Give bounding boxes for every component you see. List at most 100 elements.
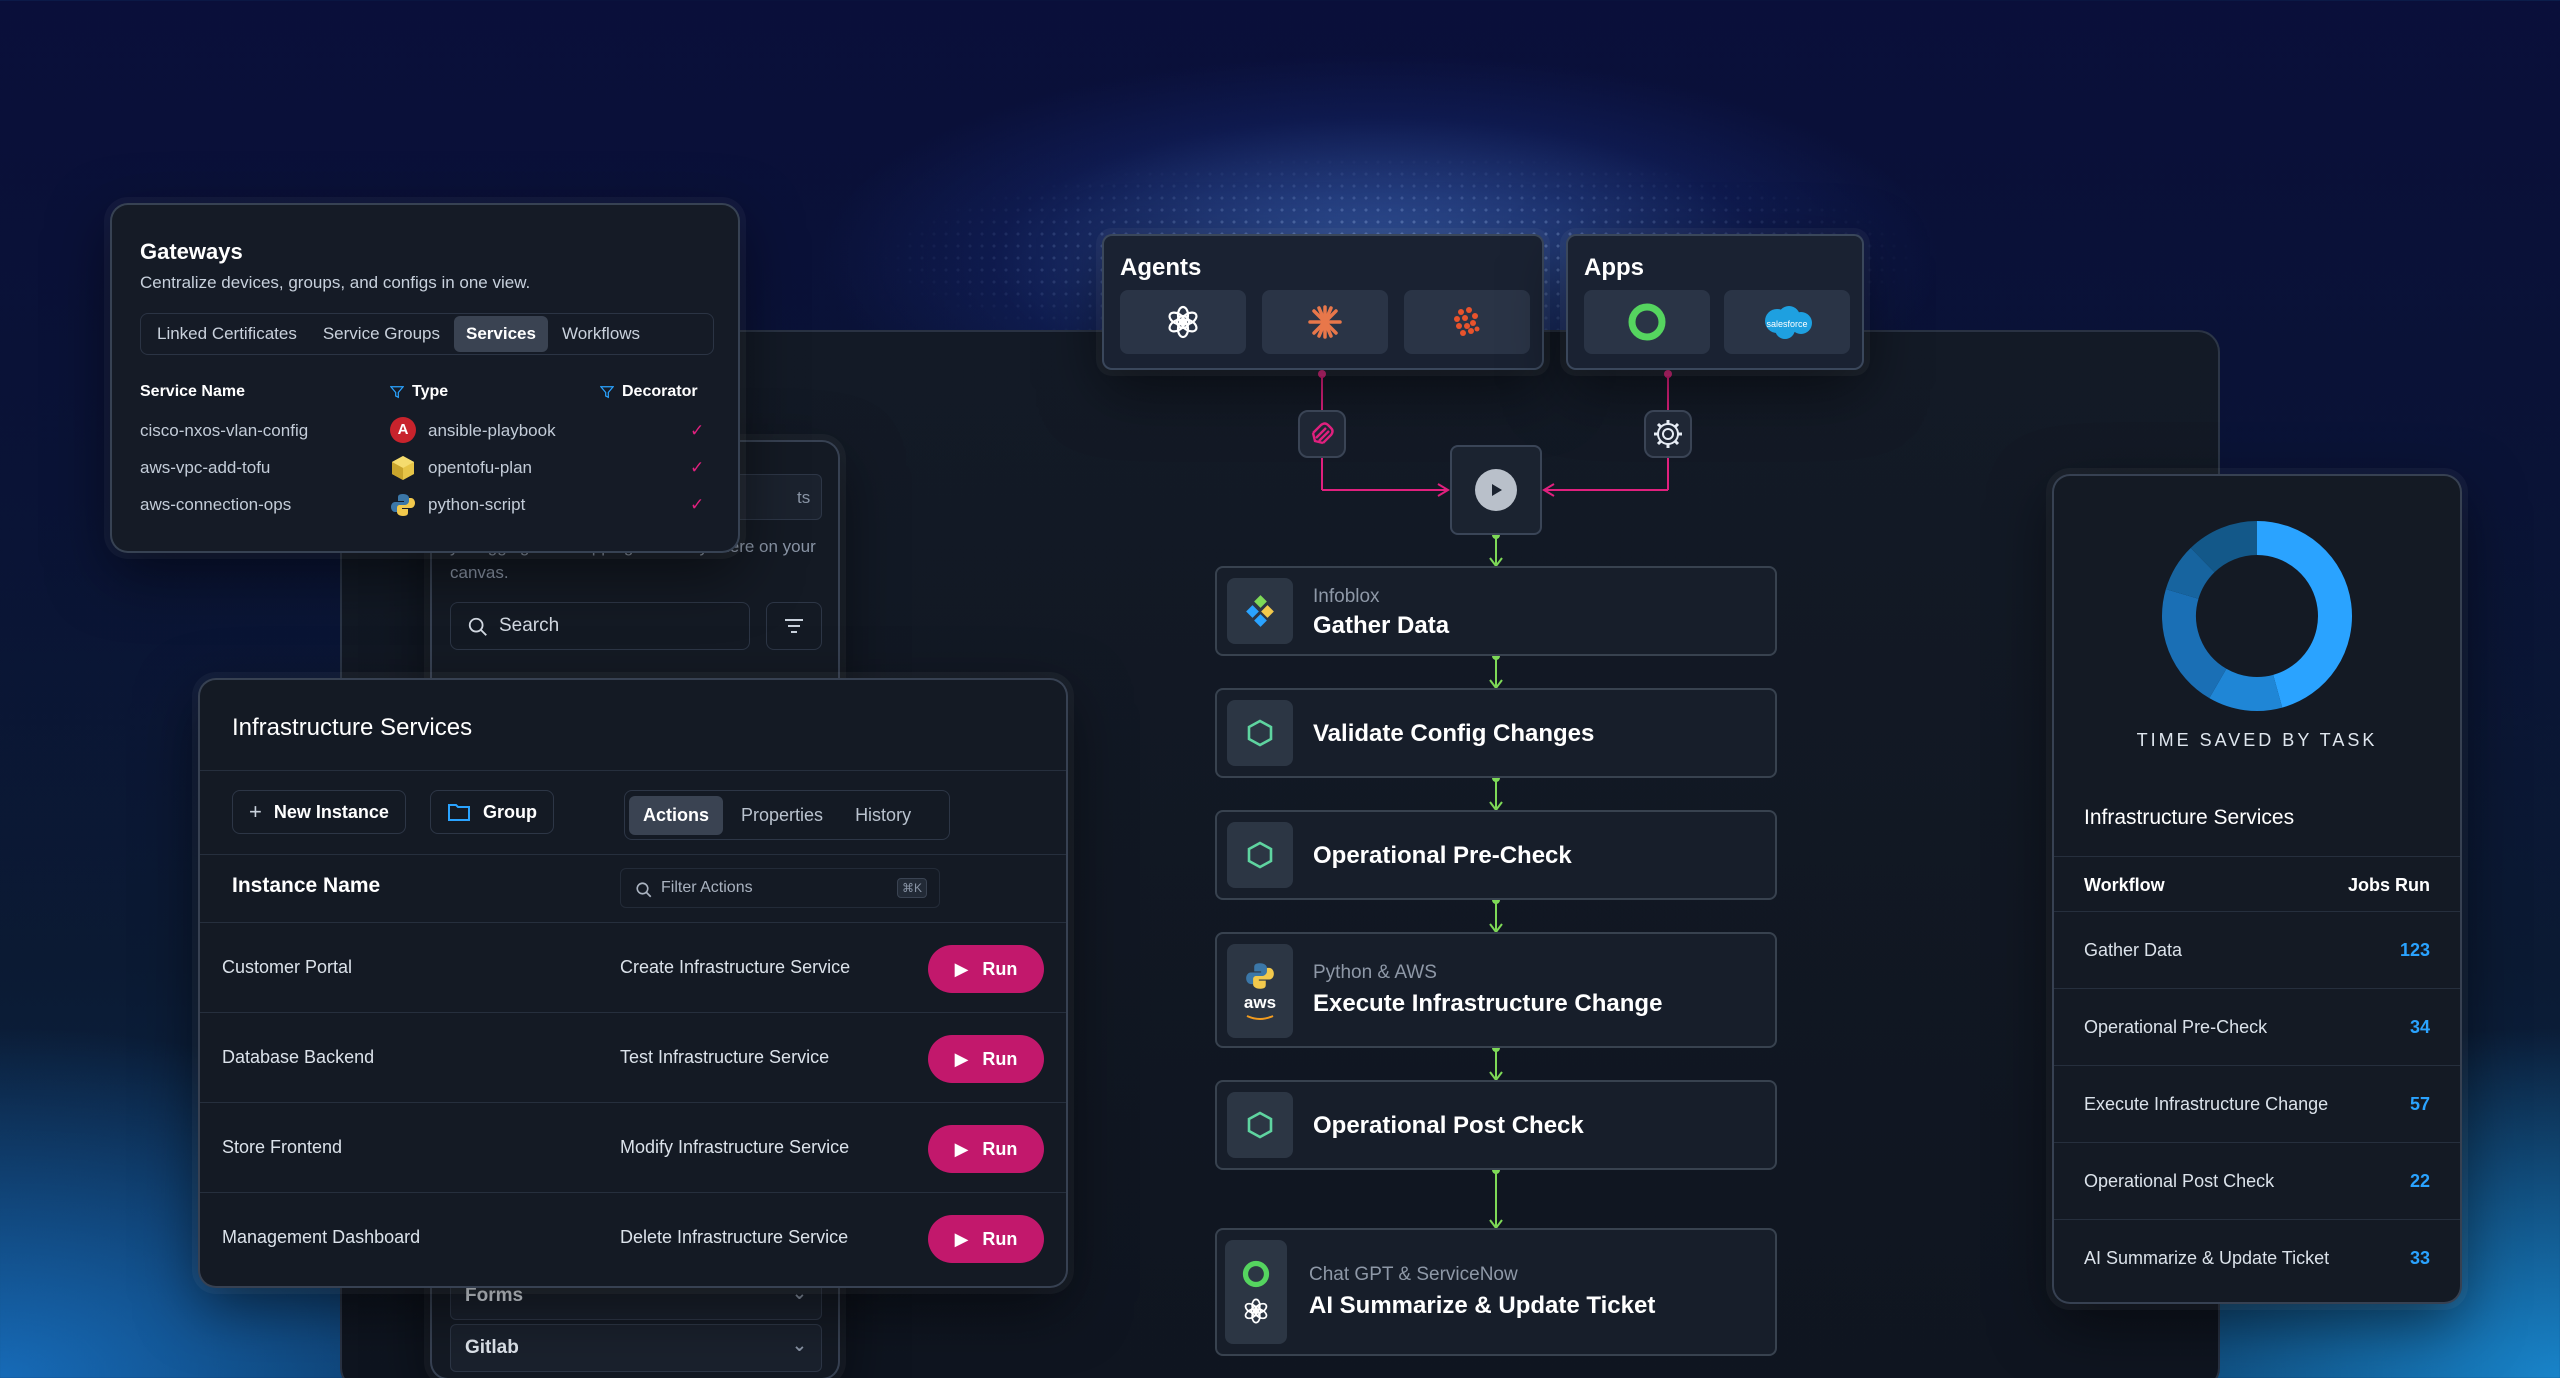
check-icon: ✓ bbox=[690, 421, 705, 440]
python-icon bbox=[391, 494, 415, 516]
table-row: Management Dashboard Delete Infrastructu… bbox=[200, 1192, 1066, 1282]
chevron-down-icon: ⌄ bbox=[791, 1335, 807, 1355]
library-item-gitlab[interactable]: Gitlab ⌄ bbox=[450, 1324, 822, 1372]
divider bbox=[200, 770, 1066, 771]
workflow-step-title: Validate Config Changes bbox=[1313, 720, 1595, 747]
tab-service-groups[interactable]: Service Groups bbox=[322, 324, 441, 343]
tab-history[interactable]: History bbox=[855, 804, 912, 825]
workflow-step-ai-summarize[interactable]: Chat GPT & ServiceNow AI Summarize & Upd… bbox=[1215, 1228, 1777, 1356]
play-icon bbox=[1475, 469, 1517, 511]
salesforce-wordmark: salesforce bbox=[1766, 319, 1807, 329]
library-tab-label: ts bbox=[797, 488, 811, 507]
donut-segment bbox=[2209, 668, 2283, 711]
servicenow-icon[interactable] bbox=[1584, 290, 1710, 354]
donut-segment bbox=[2165, 547, 2215, 600]
donut-segment bbox=[2190, 521, 2258, 573]
column-workflow: Workflow bbox=[2084, 875, 2165, 895]
instance-action: Create Infrastructure Service bbox=[620, 957, 851, 977]
table-row[interactable]: aws-vpc-add-tofu opentofu-plan ✓ bbox=[140, 452, 712, 488]
salesforce-icon[interactable]: salesforce bbox=[1724, 290, 1850, 354]
divider bbox=[200, 854, 1066, 855]
filter-funnel-icon bbox=[600, 386, 614, 399]
workflow-name: Operational Pre-Check bbox=[2084, 1017, 2268, 1037]
jobs-run-value: 33 bbox=[2409, 1248, 2430, 1268]
new-instance-button[interactable]: + New Instance bbox=[232, 790, 406, 834]
workflow-step-title: Operational Post Check bbox=[1313, 1112, 1584, 1139]
workflow-step-execute-change[interactable]: aws Python & AWS Execute Infrastructure … bbox=[1215, 932, 1777, 1048]
filter-actions-input[interactable]: Filter Actions ⌘K bbox=[620, 868, 940, 908]
jobs-run-value: 34 bbox=[2409, 1017, 2430, 1037]
gear-icon[interactable] bbox=[1644, 410, 1692, 458]
new-instance-label: New Instance bbox=[273, 801, 389, 822]
run-button[interactable]: ▶Run bbox=[928, 945, 1044, 993]
run-button[interactable]: ▶Run bbox=[928, 1125, 1044, 1173]
service-name: aws-connection-ops bbox=[140, 495, 292, 514]
python-aws-icon: aws bbox=[1227, 944, 1293, 1038]
column-service-name: Service Name bbox=[140, 383, 245, 400]
plus-icon: + bbox=[249, 799, 262, 824]
folder-icon bbox=[448, 804, 470, 821]
check-icon: ✓ bbox=[690, 495, 705, 514]
workflow-step-title: AI Summarize & Update Ticket bbox=[1309, 1292, 1656, 1319]
infrastructure-services-panel: Infrastructure Services + New Instance G… bbox=[198, 678, 1068, 1288]
table-row: AI Summarize & Update Ticket 33 bbox=[2054, 1220, 2460, 1297]
panel-title: Infrastructure Services bbox=[232, 714, 473, 741]
claude-icon[interactable] bbox=[1262, 290, 1388, 354]
column-type-label: Type bbox=[412, 383, 449, 400]
perplexity-icon[interactable] bbox=[1404, 290, 1530, 354]
play-icon: ▶ bbox=[954, 1228, 969, 1249]
table-row[interactable]: aws-connection-ops python-script ✓ bbox=[140, 489, 712, 525]
workflow-step-gather-data[interactable]: Infoblox Gather Data bbox=[1215, 566, 1777, 656]
tab-actions[interactable]: Actions bbox=[629, 795, 724, 835]
tab-properties[interactable]: Properties bbox=[741, 804, 824, 825]
library-search-input[interactable]: Search bbox=[450, 602, 750, 650]
donut-segment bbox=[2162, 589, 2227, 699]
table-row: Operational Pre-Check 34 bbox=[2054, 989, 2460, 1066]
run-button[interactable]: ▶Run bbox=[928, 1215, 1044, 1263]
workflow-step-title: Operational Pre-Check bbox=[1313, 842, 1572, 869]
opentofu-icon bbox=[392, 456, 414, 480]
time-saved-panel: TIME SAVED BY TASK Infrastructure Servic… bbox=[2052, 474, 2462, 1304]
tab-workflows[interactable]: Workflows bbox=[561, 324, 641, 343]
table-row[interactable]: cisco-nxos-vlan-config A ansible-playboo… bbox=[140, 415, 712, 451]
donut-caption: TIME SAVED BY TASK bbox=[2136, 730, 2378, 750]
search-icon bbox=[636, 882, 652, 898]
table-row: Customer Portal Create Infrastructure Se… bbox=[200, 922, 1066, 1012]
service-name: cisco-nxos-vlan-config bbox=[140, 421, 309, 440]
tab-services[interactable]: Services bbox=[454, 316, 548, 352]
column-decorator-label: Decorator bbox=[622, 383, 698, 400]
run-button[interactable]: ▶Run bbox=[928, 1035, 1044, 1083]
aws-wordmark: aws bbox=[1243, 993, 1277, 1012]
group-button[interactable]: Group bbox=[430, 790, 554, 834]
keyboard-shortcut-badge: ⌘K bbox=[896, 878, 927, 898]
play-icon: ▶ bbox=[954, 1048, 969, 1069]
jobs-run-value: 22 bbox=[2409, 1171, 2430, 1191]
apps-panel: Apps salesforce bbox=[1566, 234, 1864, 370]
tab-linked-certificates[interactable]: Linked Certificates bbox=[157, 324, 297, 343]
filter-funnel-icon bbox=[390, 386, 404, 399]
workflow-step-subtitle: Python & AWS bbox=[1313, 962, 1437, 983]
column-decorator[interactable]: Decorator bbox=[600, 383, 698, 401]
table-row: Gather Data 123 bbox=[2054, 912, 2460, 989]
openai-icon[interactable] bbox=[1120, 290, 1246, 354]
workflow-step-pre-check[interactable]: Operational Pre-Check bbox=[1215, 810, 1777, 900]
play-icon: ▶ bbox=[954, 958, 969, 979]
infoblox-icon bbox=[1227, 578, 1293, 644]
workflow-name: AI Summarize & Update Ticket bbox=[2084, 1248, 2330, 1268]
service-name: aws-vpc-add-tofu bbox=[140, 458, 271, 477]
apps-title: Apps bbox=[1584, 254, 1644, 281]
library-item-label: Gitlab bbox=[465, 1337, 519, 1358]
gateways-tabs: Linked Certificates Service Groups Servi… bbox=[140, 313, 714, 355]
workflow-step-validate-config[interactable]: Validate Config Changes bbox=[1215, 688, 1777, 778]
jobs-run-value: 57 bbox=[2409, 1094, 2430, 1114]
api-connector-icon[interactable] bbox=[1298, 410, 1346, 458]
check-icon: ✓ bbox=[690, 458, 705, 477]
workflow-step-post-check[interactable]: Operational Post Check bbox=[1215, 1080, 1777, 1170]
ansible-icon: A bbox=[390, 417, 416, 443]
workflow-step-subtitle: Chat GPT & ServiceNow bbox=[1309, 1264, 1518, 1285]
workflow-start-node[interactable] bbox=[1450, 445, 1542, 535]
workflow-name: Execute Infrastructure Change bbox=[2084, 1094, 2329, 1114]
search-placeholder: Search bbox=[499, 615, 560, 636]
library-filter-button[interactable] bbox=[766, 602, 822, 650]
column-type[interactable]: Type bbox=[390, 383, 448, 401]
